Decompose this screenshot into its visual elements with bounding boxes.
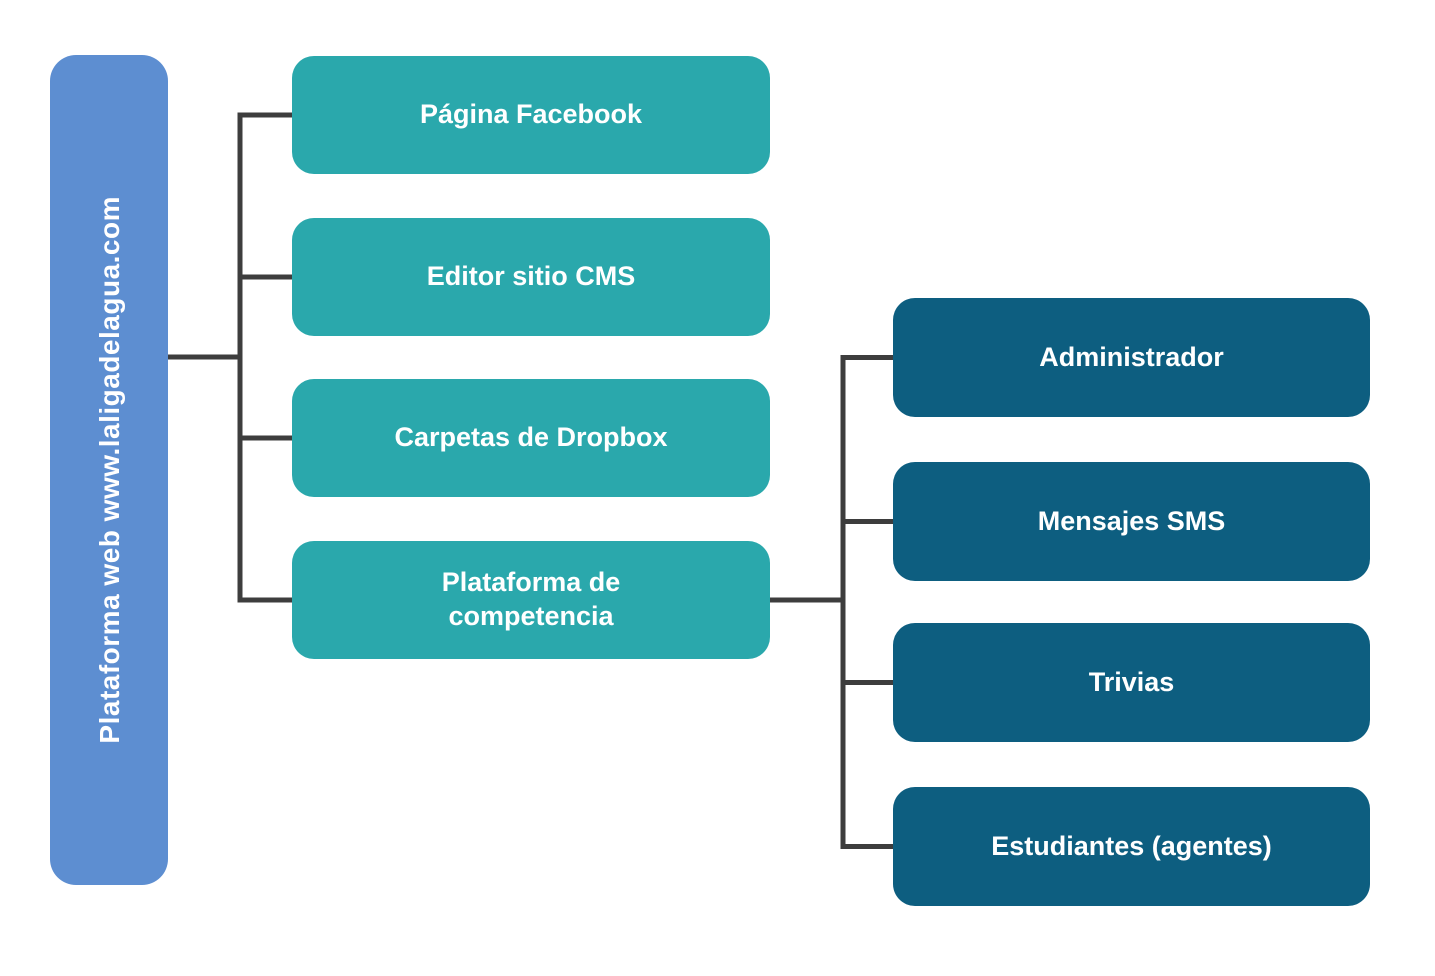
node-editor-sitio-cms: Editor sitio CMS [292, 218, 770, 336]
node-plataforma-web-label: Plataforma web www.laligadelagua.com [93, 196, 125, 744]
node-mensajes-sms-label: Mensajes SMS [1037, 505, 1226, 536]
node-pagina-facebook: Página Facebook [292, 56, 770, 174]
node-administrador-label: Administrador [1039, 341, 1224, 372]
node-trivias: Trivias [893, 623, 1370, 742]
node-plataforma-web: Plataforma web www.laligadelagua.com [50, 55, 168, 885]
node-carpetas-dropbox-label: Carpetas de Dropbox [394, 422, 668, 453]
node-carpetas-dropbox: Carpetas de Dropbox [292, 379, 770, 497]
node-plataforma-competencia-label: Plataforma de competencia [441, 567, 621, 631]
node-trivias-label: Trivias [1088, 666, 1175, 697]
node-administrador: Administrador [893, 298, 1370, 417]
node-mensajes-sms: Mensajes SMS [893, 462, 1370, 581]
node-pagina-facebook-label: Página Facebook [419, 99, 643, 130]
node-plataforma-competencia: Plataforma de competencia [292, 541, 770, 659]
node-editor-sitio-cms-label: Editor sitio CMS [426, 261, 636, 292]
node-estudiantes-agentes-label: Estudiantes (agentes) [991, 830, 1272, 861]
node-estudiantes-agentes: Estudiantes (agentes) [893, 787, 1370, 906]
